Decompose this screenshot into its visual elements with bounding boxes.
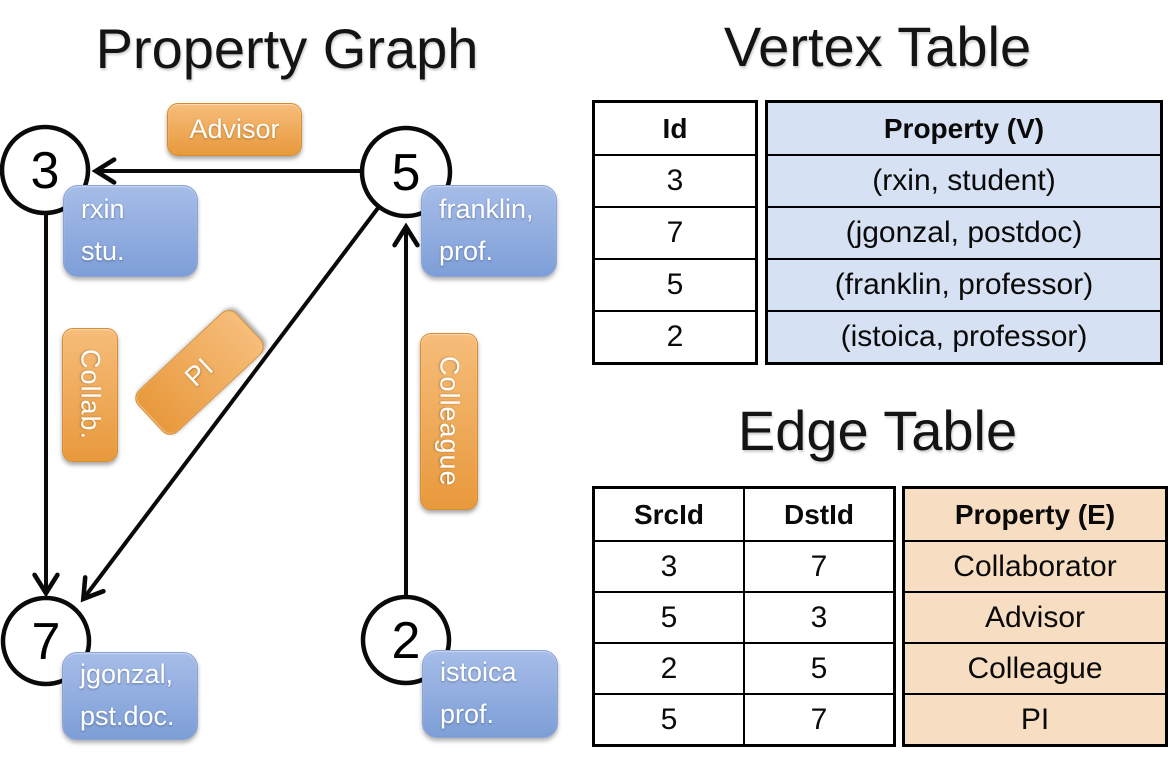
table-row: 2 5 — [592, 642, 896, 695]
edge-table: SrcId DstId 3 7 5 3 2 5 5 7 Property (E)… — [592, 486, 1168, 747]
edge-property-cell: Colleague — [902, 642, 1168, 695]
vertex-table-id-column: Id 3 7 5 2 — [592, 100, 758, 365]
table-row: 2 — [592, 310, 758, 365]
table-row: (rxin, student) — [765, 154, 1163, 208]
edge-srcid-cell: 2 — [592, 642, 745, 695]
table-row: 5 3 — [592, 591, 896, 644]
edge-label-colleague: Colleague — [420, 333, 478, 510]
edge-label-collab: Collab. — [62, 328, 118, 462]
edge-table-id-columns: SrcId DstId 3 7 5 3 2 5 5 7 — [592, 486, 896, 747]
table-row: 3 7 — [592, 540, 896, 593]
table-row: PI — [902, 693, 1168, 747]
node-id-7: 7 — [31, 613, 61, 671]
vertex-label-istoica: istoica prof. — [422, 650, 558, 738]
edge-arrow-5-to-7 — [80, 206, 380, 603]
edge-property-cell: PI — [902, 693, 1168, 747]
edge-label-pi-text: PI — [178, 351, 220, 393]
vertex-property-cell: (istoica, professor) — [765, 310, 1163, 365]
edge-dstid-cell: 5 — [743, 642, 896, 695]
vertex-label-rxin: rxin stu. — [63, 185, 198, 277]
vertex-id-cell: 7 — [592, 206, 758, 260]
vertex-id-cell: 2 — [592, 310, 758, 365]
vertex-label-franklin-line2: prof. — [439, 236, 494, 266]
edge-srcid-cell: 5 — [592, 591, 745, 644]
table-row: Property (V) — [765, 100, 1163, 156]
node-id-5: 5 — [391, 144, 421, 202]
vertex-label-istoica-line1: istoica — [440, 657, 517, 688]
table-row: Id — [592, 100, 758, 156]
edge-dstid-cell: 3 — [743, 591, 896, 644]
table-row: Advisor — [902, 591, 1168, 644]
table-row: (franklin, professor) — [765, 258, 1163, 312]
vertex-id-cell: 3 — [592, 154, 758, 208]
table-row: Colleague — [902, 642, 1168, 695]
table-row: 5 — [592, 258, 758, 312]
edge-table-property-header: Property (E) — [902, 486, 1168, 542]
vertex-label-franklin: franklin, prof. — [421, 185, 557, 277]
vertex-label-istoica-line2: prof. — [440, 699, 495, 729]
vertex-label-jgonzal-line2: pst.doc. — [80, 701, 175, 731]
edge-label-advisor: Advisor — [167, 103, 302, 156]
vertex-table-title: Vertex Table — [723, 15, 1032, 78]
table-row: 7 — [592, 206, 758, 260]
edge-dstid-cell: 7 — [743, 540, 896, 593]
vertex-id-cell: 5 — [592, 258, 758, 312]
table-row: SrcId DstId — [592, 486, 896, 542]
edge-label-collab-text: Collab. — [75, 349, 106, 441]
vertex-table-id-header: Id — [592, 100, 758, 156]
table-row: 3 — [592, 154, 758, 208]
edge-srcid-cell: 3 — [592, 540, 745, 593]
table-row: Property (E) — [902, 486, 1168, 542]
vertex-label-rxin-line2: stu. — [81, 236, 125, 266]
vertex-label-jgonzal: jgonzal, pst.doc. — [62, 652, 198, 740]
edge-table-property-column: Property (E) Collaborator Advisor Collea… — [902, 486, 1168, 747]
vertex-table-property-column: Property (V) (rxin, student) (jgonzal, p… — [765, 100, 1163, 365]
edge-table-title: Edge Table — [737, 399, 1018, 462]
edge-dstid-cell: 7 — [743, 693, 896, 747]
table-row: 5 7 — [592, 693, 896, 747]
property-graph-title: Property Graph — [95, 17, 479, 80]
vertex-property-cell: (jgonzal, postdoc) — [765, 206, 1163, 260]
table-row: Collaborator — [902, 540, 1168, 593]
vertex-table-property-header: Property (V) — [765, 100, 1163, 156]
edge-srcid-cell: 5 — [592, 693, 745, 747]
edge-label-colleague-text: Colleague — [434, 356, 465, 487]
edge-property-cell: Advisor — [902, 591, 1168, 644]
vertex-label-jgonzal-line1: jgonzal, — [80, 659, 174, 690]
table-row: (jgonzal, postdoc) — [765, 206, 1163, 260]
edge-property-cell: Collaborator — [902, 540, 1168, 593]
edge-table-srcid-header: SrcId — [592, 486, 745, 542]
vertex-property-cell: (rxin, student) — [765, 154, 1163, 208]
edge-table-dstid-header: DstId — [743, 486, 896, 542]
vertex-label-franklin-line1: franklin, — [439, 194, 534, 225]
node-id-2: 2 — [391, 612, 421, 670]
edge-label-advisor-text: Advisor — [189, 114, 280, 144]
vertex-label-rxin-line1: rxin — [81, 194, 125, 225]
vertex-table: Id 3 7 5 2 Property (V) (rxin, student) … — [592, 100, 1163, 365]
node-id-3: 3 — [30, 142, 60, 200]
vertex-property-cell: (franklin, professor) — [765, 258, 1163, 312]
table-row: (istoica, professor) — [765, 310, 1163, 365]
